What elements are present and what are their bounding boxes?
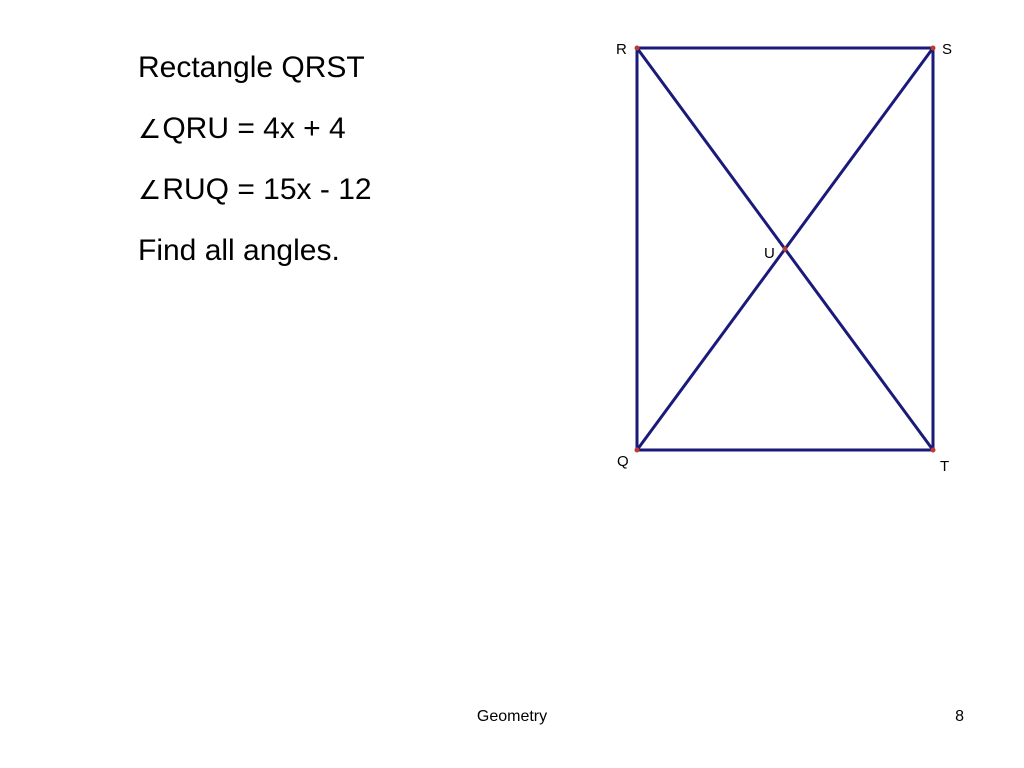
point-u xyxy=(782,246,788,252)
problem-task: Find all angles. xyxy=(138,234,340,267)
given-angle-ruq-text: RUQ = 15x - 12 xyxy=(162,173,372,206)
angle-icon: ∠ xyxy=(138,176,162,206)
given-angle-qru-text: QRU = 4x + 4 xyxy=(162,112,346,145)
problem-statement: Rectangle QRST ∠QRU = 4x + 4 ∠RUQ = 15x … xyxy=(138,50,538,294)
footer-title: Geometry xyxy=(476,708,548,725)
label-t: T xyxy=(940,458,949,475)
point-s xyxy=(930,45,936,51)
label-u: U xyxy=(764,245,775,262)
point-q xyxy=(634,447,640,453)
page-number: 8 xyxy=(955,708,964,725)
point-t xyxy=(930,447,936,453)
label-s: S xyxy=(942,41,952,58)
problem-title: Rectangle QRST xyxy=(138,51,365,84)
angle-icon: ∠ xyxy=(138,115,162,145)
given-angle-qru: ∠QRU = 4x + 4 xyxy=(138,111,538,147)
label-r: R xyxy=(616,41,627,58)
given-angle-ruq: ∠RUQ = 15x - 12 xyxy=(138,172,538,208)
label-q: Q xyxy=(617,453,629,470)
point-r xyxy=(634,45,640,51)
